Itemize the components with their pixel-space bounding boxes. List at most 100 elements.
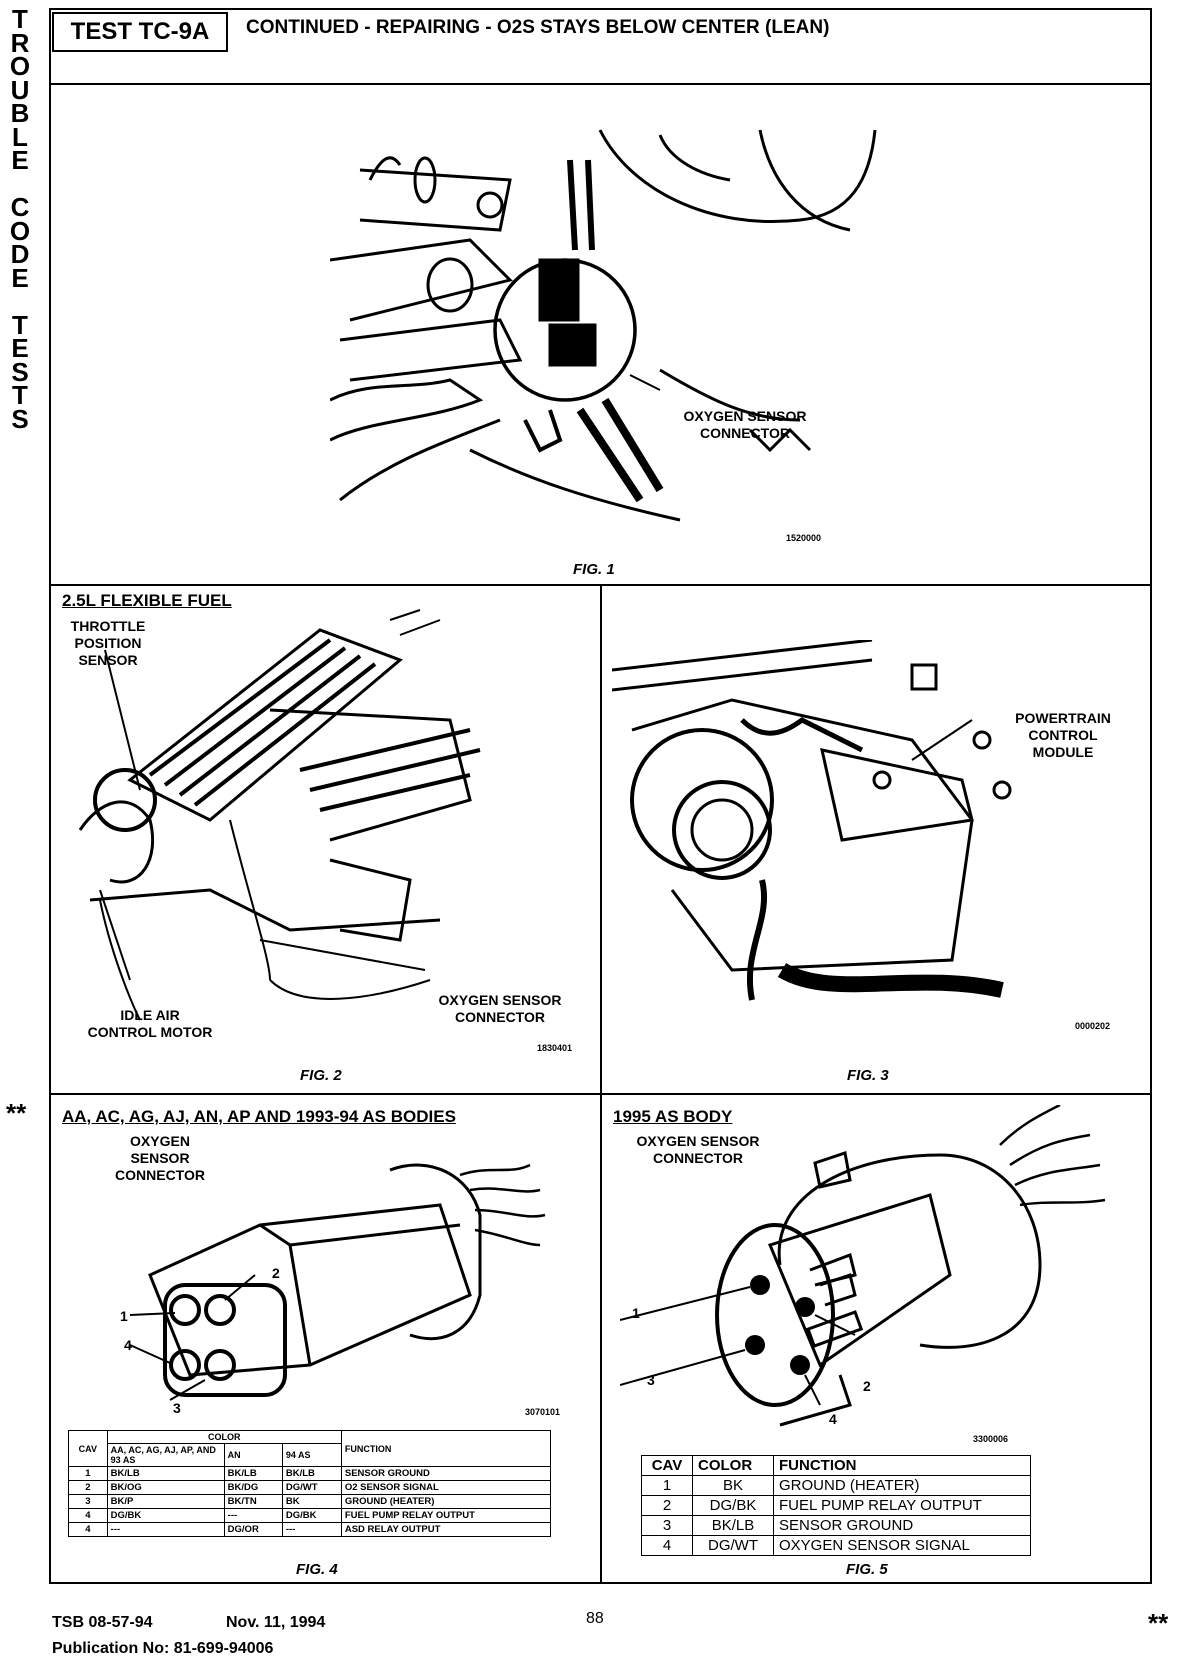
fig4-heading: AA, AC, AG, AJ, AN, AP AND 1993-94 AS BO… [62,1107,456,1126]
side-title-letter: C [10,192,30,222]
table-cell: SENSOR GROUND [340,1466,552,1481]
fig4-pin-4: 4 [124,1337,132,1353]
table-cell: FUEL PUMP RELAY OUTPUT [773,1495,1031,1516]
table-cell: 1 [641,1475,693,1496]
table-cell: 2 [68,1480,108,1495]
fig5-code: 3300006 [973,1434,1009,1444]
table-cell: 3 [641,1515,693,1536]
side-title-letter: S [11,403,29,434]
table-cell: 4 [641,1535,693,1556]
table-cell: ASD RELAY OUTPUT [340,1522,552,1537]
table-cell: BK [692,1475,774,1496]
table-cell: BK/OG [106,1480,225,1495]
fig1-code: 1520000 [786,533,822,543]
table-cell: 2 [641,1495,693,1516]
change-marker: ** [1148,1608,1169,1638]
side-title-letter: D [10,239,30,269]
side-title-letter: E [11,333,29,363]
table-cell: BK [281,1494,342,1509]
table-cell: O2 SENSOR SIGNAL [340,1480,552,1495]
table-cell: BK/DG [223,1480,283,1495]
side-title-letter: E [11,262,29,293]
table-header: COLOR [106,1430,342,1444]
table-cell: DG/BK [106,1508,225,1523]
change-marker: ** [6,1098,27,1128]
side-title-letter: R [10,27,30,58]
fig4-pin-1: 1 [120,1308,128,1324]
fig3-code: 0000202 [1075,1021,1111,1031]
fig2-engine-illustration [78,609,481,1021]
side-title-letter: S [11,356,29,387]
footer-publication: Publication No: 81-699-94006 [52,1640,274,1657]
fig2-code: 1830401 [537,1043,573,1053]
table-cell: GROUND (HEATER) [340,1494,552,1509]
fig1-caption: FIG. 1 [573,561,615,578]
fig4-caption: FIG. 4 [296,1561,338,1578]
side-title-letter: T [12,309,28,340]
table-cell: --- [223,1508,283,1523]
table-cell: SENSOR GROUND [773,1515,1031,1536]
fig4-pin-2: 2 [272,1265,280,1281]
table-cell: DG/BK [281,1508,342,1523]
table-header: AA, AC, AG, AJ, AP, AND 93 AS [106,1443,225,1467]
fig4-wiring-table: CAV COLOR FUNCTION AA, AC, AG, AJ, AP, A… [68,1430,552,1537]
table-cell: BK/P [106,1494,225,1509]
fig5-caption: FIG. 5 [846,1561,888,1578]
fig2-heading: 2.5L FLEXIBLE FUEL [62,591,232,610]
fig3-caption: FIG. 3 [847,1067,889,1084]
table-cell: 4 [68,1522,108,1537]
table-cell: BK/LB [223,1466,283,1481]
table-cell: 1 [68,1466,108,1481]
table-cell: BK/LB [692,1515,774,1536]
side-title-letter: U [10,74,30,105]
table-row: 4---DG/OR---ASD RELAY OUTPUT [68,1522,552,1537]
table-cell: BK/LB [281,1466,342,1481]
fig4-pin-3: 3 [173,1400,181,1416]
side-title-letter: E [11,145,29,175]
table-cell: FUEL PUMP RELAY OUTPUT [340,1508,552,1523]
table-header: FUNCTION [773,1455,1031,1476]
divider [49,83,1152,85]
divider [600,584,602,1584]
fig5-heading: 1995 AS BODY [613,1107,733,1126]
fig3-pcm-illustration [612,640,1012,1001]
side-title-letter: O [9,51,31,81]
fig5-pin-1: 1 [632,1305,640,1321]
page-title: CONTINUED - REPAIRING - O2S STAYS BELOW … [246,17,830,38]
table-cell: --- [281,1522,342,1537]
table-header: FUNCTION [340,1430,552,1467]
table-cell: DG/OR [223,1522,283,1537]
table-cell: DG/WT [692,1535,774,1556]
table-cell: BK/TN [223,1494,283,1509]
table-header: CAV [68,1430,108,1467]
side-title-letter: B [10,98,30,128]
test-id: TEST TC-9A [52,12,228,52]
footer-tsb: TSB 08-57-94 [52,1614,153,1631]
page-number: 88 [586,1610,604,1627]
side-title-letter: O [9,215,31,246]
table-cell: 3 [68,1494,108,1509]
fig2-caption: FIG. 2 [300,1067,342,1084]
fig5-connector-illustration [620,1105,1106,1427]
fig4-connector-illustration [129,1163,546,1401]
table-header: COLOR [692,1455,774,1476]
table-cell: DG/BK [692,1495,774,1516]
table-header: CAV [641,1455,693,1476]
fig5-pin-4: 4 [829,1411,837,1427]
table-cell: --- [106,1522,225,1537]
table-cell: 4 [68,1508,108,1523]
